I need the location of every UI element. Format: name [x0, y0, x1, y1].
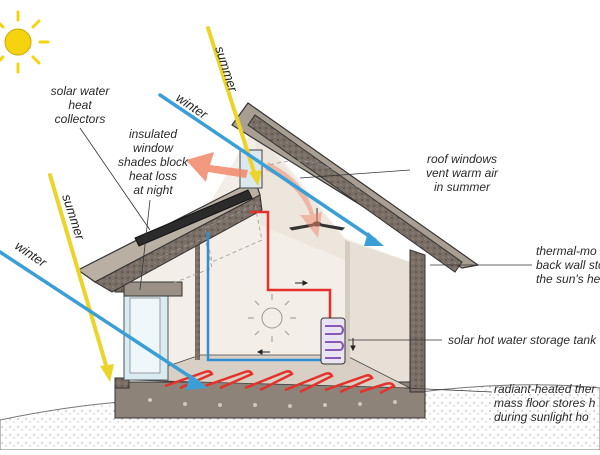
label-radiant-floor: radiant-heated ther mass floor stores h …: [494, 382, 600, 424]
label-thermal-mass-wall: thermal-mo back wall sto the sun's he: [536, 244, 600, 286]
label-line: during sunlight ho: [494, 410, 589, 424]
label-line: mass floor stores h: [494, 396, 596, 410]
label-line: shades block: [117, 155, 189, 169]
solar-water-heat-collectors: [134, 189, 253, 247]
label-line: in summer: [433, 180, 490, 194]
summer-ray-arrowheads: [100, 170, 262, 382]
slab-texture: [148, 398, 397, 408]
radiant-floor-tubing: [164, 370, 396, 395]
label-line: radiant-heated ther: [494, 382, 596, 396]
label-line: back wall sto: [536, 258, 600, 272]
label-line: insulated: [128, 127, 178, 141]
label-line: solar water: [50, 84, 110, 98]
sun-wall-motif: [248, 294, 296, 342]
label-line: solar hot water storage tank: [448, 333, 597, 347]
label-line: heat loss: [128, 169, 178, 183]
label-line: roof windows: [426, 152, 498, 166]
solar-hot-water-storage-tank: [320, 317, 346, 365]
label-line: vent warm air: [425, 166, 499, 180]
insulated-window: [123, 281, 183, 381]
label-line: the sun's he: [536, 272, 600, 286]
callout-leader-lines: [79, 127, 532, 393]
label-line: collectors: [54, 112, 106, 126]
label-line: window: [132, 141, 174, 155]
winter-ray-arrowheads: [186, 232, 384, 390]
label-solar-water-heat-collectors: solar water heat collectors: [34, 84, 126, 126]
winter-sun-rays: [0, 93, 377, 384]
label-line: thermal-mo: [536, 244, 597, 258]
label-storage-tank: solar hot water storage tank: [448, 333, 600, 347]
thermal-mass-wall: [195, 230, 426, 393]
label-line: heat: [68, 98, 92, 112]
label-insulated-window-shades: insulated window shades block heat loss …: [112, 127, 194, 197]
label-line: at night: [133, 183, 173, 197]
flow-arrows: [256, 280, 356, 355]
sun-icon: [0, 10, 50, 74]
label-roof-windows: roof windows vent warm air in summer: [414, 152, 510, 194]
warm-air-vent-arrows: [186, 152, 322, 238]
summer-ray-label-upper: summer: [212, 44, 241, 94]
